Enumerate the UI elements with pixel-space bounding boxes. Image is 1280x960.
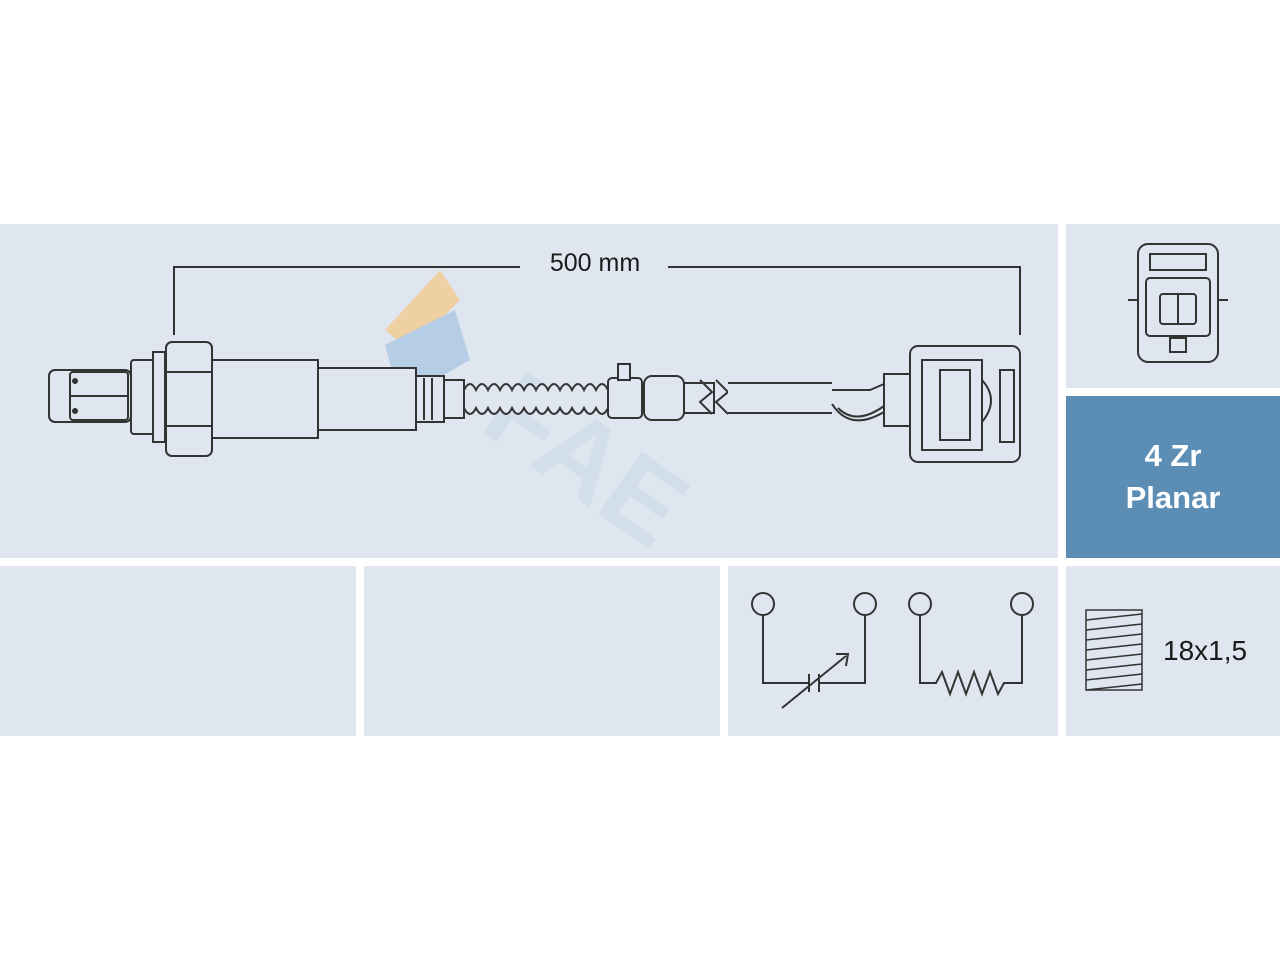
heater-resistor-symbol — [908, 592, 1034, 697]
empty-panel-middle — [364, 566, 720, 736]
oxygen-sensor-drawing — [48, 341, 1021, 463]
sensor-type-line1: 4 Zr — [1144, 438, 1202, 473]
thread-icon — [1085, 609, 1143, 691]
sensor-type-panel: 4 Zr Planar — [1066, 396, 1280, 558]
thread-panel — [1066, 566, 1280, 736]
length-dimension-label: 500 mm — [549, 249, 641, 277]
empty-panel-left — [0, 566, 356, 736]
variable-resistor-symbol — [751, 592, 877, 709]
thread-size-label: 18x1,5 — [1163, 635, 1248, 666]
connector-face-icon — [1128, 243, 1228, 363]
dimension-line — [173, 266, 1021, 335]
sensor-type-line2: Planar — [1125, 480, 1221, 515]
